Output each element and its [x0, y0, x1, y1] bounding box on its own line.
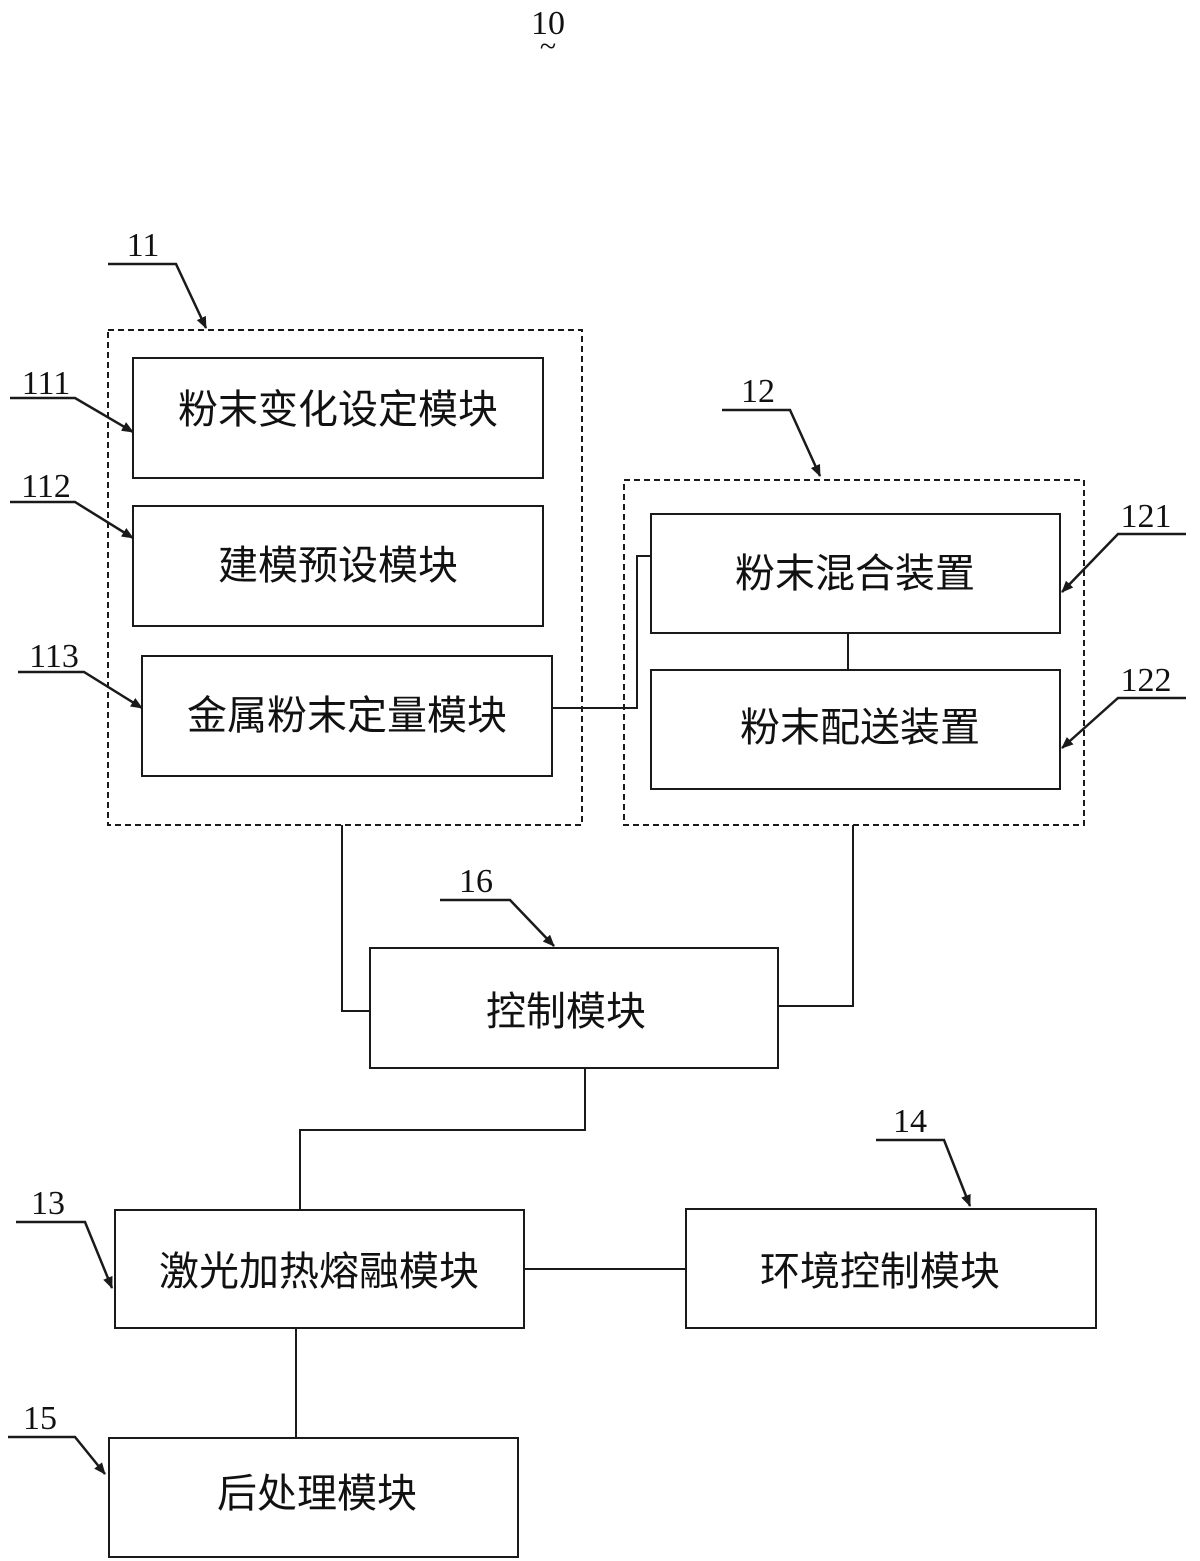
- ref-15: 15: [23, 1400, 57, 1437]
- module-122-box: 粉末配送装置: [650, 669, 1061, 790]
- module-16-box: 控制模块: [369, 947, 779, 1069]
- leader-111: [10, 396, 134, 434]
- connector-113-to-121: [552, 555, 651, 709]
- module-13-box: 激光加热熔融模块: [114, 1209, 525, 1329]
- ref-11: 11: [127, 227, 160, 264]
- ref-122: 122: [1121, 662, 1172, 699]
- ref-112: 112: [21, 468, 71, 505]
- module-14-label: 环境控制模块: [760, 1249, 1000, 1295]
- module-113-box: 金属粉末定量模块: [141, 655, 553, 777]
- ref-12: 12: [741, 373, 775, 410]
- leader-13: [16, 1220, 114, 1289]
- leader-113: [18, 670, 143, 710]
- module-112-label: 建模预设模块: [218, 543, 458, 589]
- leader-15: [8, 1435, 106, 1475]
- module-121-box: 粉末混合装置: [650, 513, 1061, 634]
- leader-16: [440, 898, 555, 947]
- ref-14: 14: [893, 1103, 927, 1140]
- module-112-box: 建模预设模块: [132, 505, 544, 627]
- ref-16: 16: [459, 863, 493, 900]
- leader-112: [10, 500, 134, 540]
- module-16-label: 控制模块: [486, 989, 646, 1035]
- group-11-outline: [107, 329, 583, 826]
- module-122-label: 粉末配送装置: [740, 705, 980, 751]
- module-121-label: 粉末混合装置: [735, 551, 975, 597]
- module-111-box: 粉末变化设定模块: [132, 357, 544, 479]
- ref-121: 121: [1121, 498, 1172, 535]
- connections: [295, 555, 854, 1438]
- connector-16-to-13: [299, 1068, 586, 1210]
- module-14-box: 环境控制模块: [685, 1208, 1097, 1329]
- module-15-box: 后处理模块: [108, 1437, 519, 1558]
- module-113-label: 金属粉末定量模块: [187, 693, 507, 739]
- module-111-label: 粉末变化设定模块: [178, 387, 498, 433]
- connector-11-to-16: [341, 825, 370, 1012]
- leader-12: [722, 408, 822, 477]
- ref-111: 111: [22, 365, 70, 402]
- figure-number-mark: ~: [540, 30, 556, 63]
- leader-11: [108, 262, 208, 329]
- leader-122: [1061, 696, 1186, 749]
- figure-number: 10: [531, 5, 565, 42]
- leader-121: [1061, 532, 1186, 593]
- ref-13: 13: [31, 1185, 65, 1222]
- module-15-label: 后处理模块: [217, 1471, 417, 1517]
- module-13-label: 激光加热熔融模块: [159, 1249, 479, 1295]
- leader-lines: [8, 262, 1186, 1475]
- leader-14: [876, 1138, 972, 1207]
- connector-12-to-16: [778, 825, 854, 1007]
- ref-113: 113: [29, 638, 79, 675]
